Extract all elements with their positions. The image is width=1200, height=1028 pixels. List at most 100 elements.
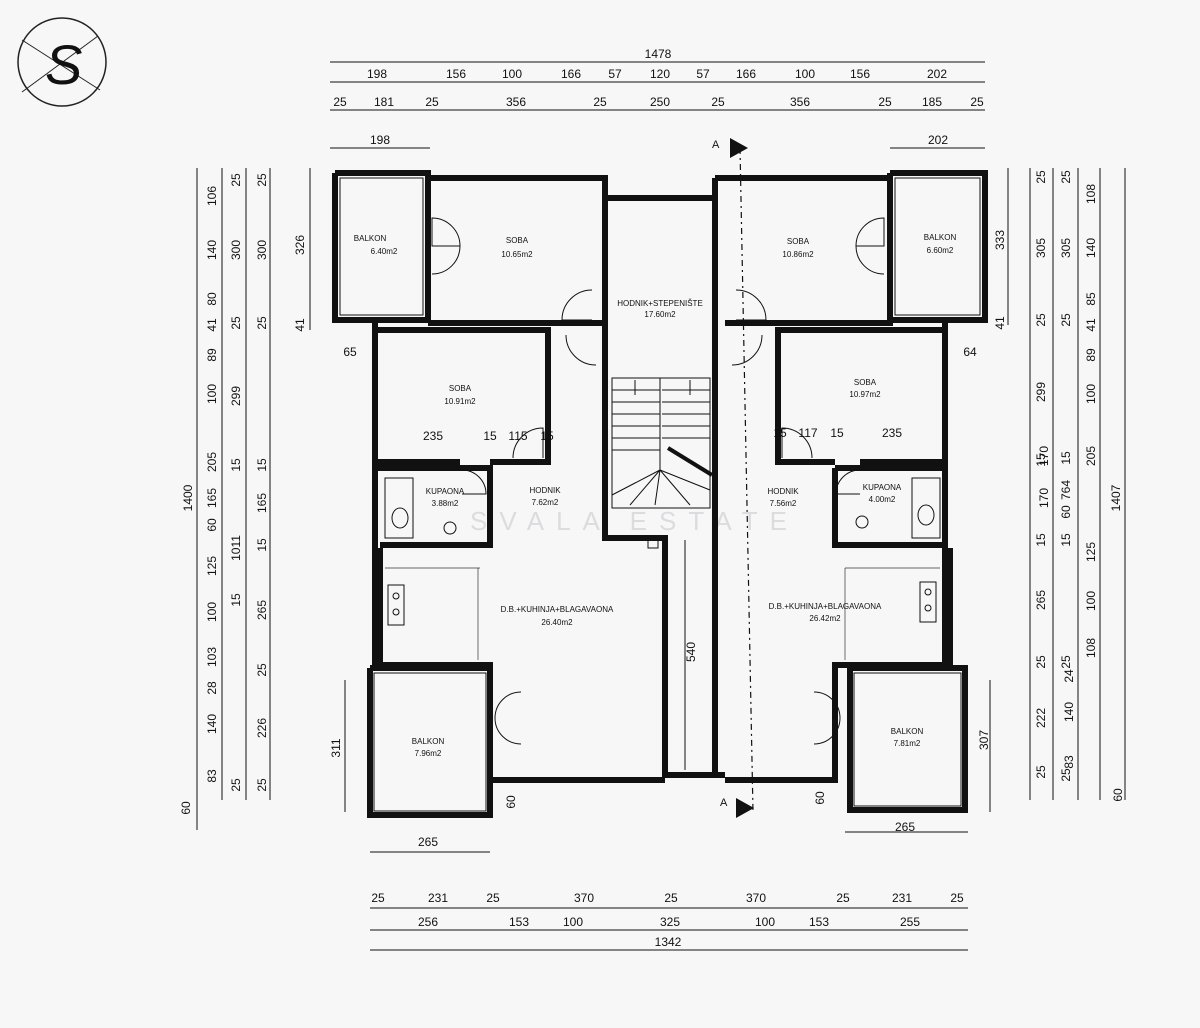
dim-top-r1: 156 xyxy=(446,67,466,81)
dim-left-r1: 60 xyxy=(205,518,219,532)
dim-bottom-r2: 100 xyxy=(563,915,583,929)
dim-right-r1: 108 xyxy=(1084,184,1098,204)
dim-right-r2: 25 xyxy=(1034,765,1048,779)
dim-bottom-r1: 25 xyxy=(836,891,850,905)
dim-top-r2: 25 xyxy=(425,95,439,109)
dim-bottom-r2: 100 xyxy=(755,915,775,929)
dim-left-r1: 103 xyxy=(205,647,219,667)
dim-top-right-balcony: 202 xyxy=(928,133,948,147)
dim-bottom-r1: 25 xyxy=(664,891,678,905)
room-area-balkon-tr: 6.60m2 xyxy=(927,246,954,255)
dim-right-r1: 140 xyxy=(1084,238,1098,258)
dim-left-small: 65 xyxy=(343,345,357,359)
room-name-kitchen-l: D.B.+KUHINJA+BLAGAVAONA xyxy=(501,605,614,614)
dim-right-r3: 15 xyxy=(1059,533,1073,547)
dim-left-r1: 205 xyxy=(205,452,219,472)
dim-right-r2: 15 xyxy=(1034,533,1048,547)
dim-bottom-balcony-right: 265 xyxy=(895,820,915,834)
dim-left-r2: 299 xyxy=(229,386,243,406)
dim-right-r1: 170 xyxy=(1037,488,1051,508)
dim-bottom-balcony-left: 265 xyxy=(418,835,438,849)
dim-right-r2: 25 xyxy=(1034,170,1048,184)
dim-top-r2: 181 xyxy=(374,95,394,109)
dim-bottom-total: 1342 xyxy=(655,935,682,949)
room-name-hodnik-stair: HODNIK+STEPENIŠTE xyxy=(617,299,703,308)
dim-bottom-r2: 153 xyxy=(509,915,529,929)
dim-right-balcony-top-b: 41 xyxy=(993,316,1007,330)
logo-letter: S xyxy=(45,33,82,96)
dimension-lines xyxy=(196,61,1126,951)
dim-top-r2: 25 xyxy=(593,95,607,109)
dim-right-r1: 60 xyxy=(1111,788,1125,802)
dim-right-r2: 15 xyxy=(1034,453,1048,467)
dim-corridor-depth: 540 xyxy=(684,642,698,662)
dim-left-r2: 25 xyxy=(255,663,269,677)
dim-left-r3: 15 xyxy=(255,458,269,472)
room-name-kupaona-r: KUPAONA xyxy=(863,483,902,492)
dim-left-r1: 83 xyxy=(205,769,219,783)
watermark: SVALA ESTATE xyxy=(470,506,799,536)
dim-top-left-balcony: 198 xyxy=(370,133,390,147)
dim-left-r1: 80 xyxy=(205,292,219,306)
section-line: A A xyxy=(712,138,754,818)
room-name-balkon-tr: BALKON xyxy=(924,233,957,242)
room-name-balkon-tl: BALKON xyxy=(354,234,387,243)
dim-inner-left: 15 xyxy=(540,429,554,443)
dim-right-r3: 25 xyxy=(1059,655,1073,669)
dim-inner-left: 115 xyxy=(508,429,527,443)
dimension-labels: 1478 198 156 100 166 57 120 57 166 100 1… xyxy=(179,47,1125,949)
dim-right-r3: 25 xyxy=(1059,170,1073,184)
dim-top-r1: 57 xyxy=(608,67,622,81)
room-name-soba-tl: SOBA xyxy=(506,236,529,245)
dim-right-r2: 299 xyxy=(1034,382,1048,402)
dim-right-balcony-top: 333 xyxy=(993,230,1007,250)
dim-left-r1: 28 xyxy=(205,681,219,695)
room-area-hodnik-l: 7.62m2 xyxy=(532,498,559,507)
dim-top-r1: 120 xyxy=(650,67,670,81)
dim-left-balcony-top: 326 xyxy=(293,235,307,255)
dim-left-r1: 41 xyxy=(205,318,219,332)
dim-bottom-r1: 370 xyxy=(574,891,594,905)
dim-inner-right: 15 xyxy=(830,426,844,440)
dim-left-r2: 15 xyxy=(229,593,243,607)
dim-top-r2: 25 xyxy=(711,95,725,109)
dim-right-bottom-offset: 60 xyxy=(813,791,827,805)
dim-right-r3: 15 xyxy=(1059,451,1073,465)
dim-inner-right: 117 xyxy=(798,426,817,440)
dim-right-r1: 83 xyxy=(1062,755,1076,769)
dim-right-r3: 305 xyxy=(1059,238,1073,258)
dim-right-r1: 100 xyxy=(1084,591,1098,611)
dim-left-r2: 300 xyxy=(229,240,243,260)
dim-top-r1: 57 xyxy=(696,67,710,81)
dim-right-r1: 89 xyxy=(1084,348,1098,362)
dim-right-r2: 25 xyxy=(1034,313,1048,327)
dim-right-r1: 100 xyxy=(1084,384,1098,404)
dim-left-r1: 100 xyxy=(205,384,219,404)
dim-right-r2: 25 xyxy=(1034,655,1048,669)
section-label-top: A xyxy=(712,139,720,151)
dim-bottom-r2: 255 xyxy=(900,915,920,929)
dim-left-r1: 60 xyxy=(179,801,193,815)
room-name-hodnik-r: HODNIK xyxy=(767,487,799,496)
dim-right-r3: 25 xyxy=(1059,313,1073,327)
dim-right-small: 64 xyxy=(963,345,977,359)
compass-logo-icon: S xyxy=(17,17,107,107)
dim-left-r3: 25 xyxy=(255,173,269,187)
dim-right-r1: 85 xyxy=(1084,292,1098,306)
dim-right-r1: 41 xyxy=(1084,318,1098,332)
room-area-soba-tr: 10.86m2 xyxy=(782,250,814,259)
dim-left-r2: 25 xyxy=(229,316,243,330)
dim-top-r1: 198 xyxy=(367,67,387,81)
dim-left-balcony-top-b: 41 xyxy=(293,318,307,332)
dim-top-r1: 156 xyxy=(850,67,870,81)
dim-left-r2: 226 xyxy=(255,718,269,738)
dim-bottom-r1: 25 xyxy=(486,891,500,905)
dim-right-r2: 305 xyxy=(1034,238,1048,258)
dim-top-r2: 185 xyxy=(922,95,942,109)
dim-left-balcony-bottom: 311 xyxy=(329,738,343,757)
dim-bottom-r2: 153 xyxy=(809,915,829,929)
dim-top-r1: 100 xyxy=(795,67,815,81)
dim-left-r2: 1011 xyxy=(229,535,243,561)
room-name-balkon-bl: BALKON xyxy=(412,737,445,746)
